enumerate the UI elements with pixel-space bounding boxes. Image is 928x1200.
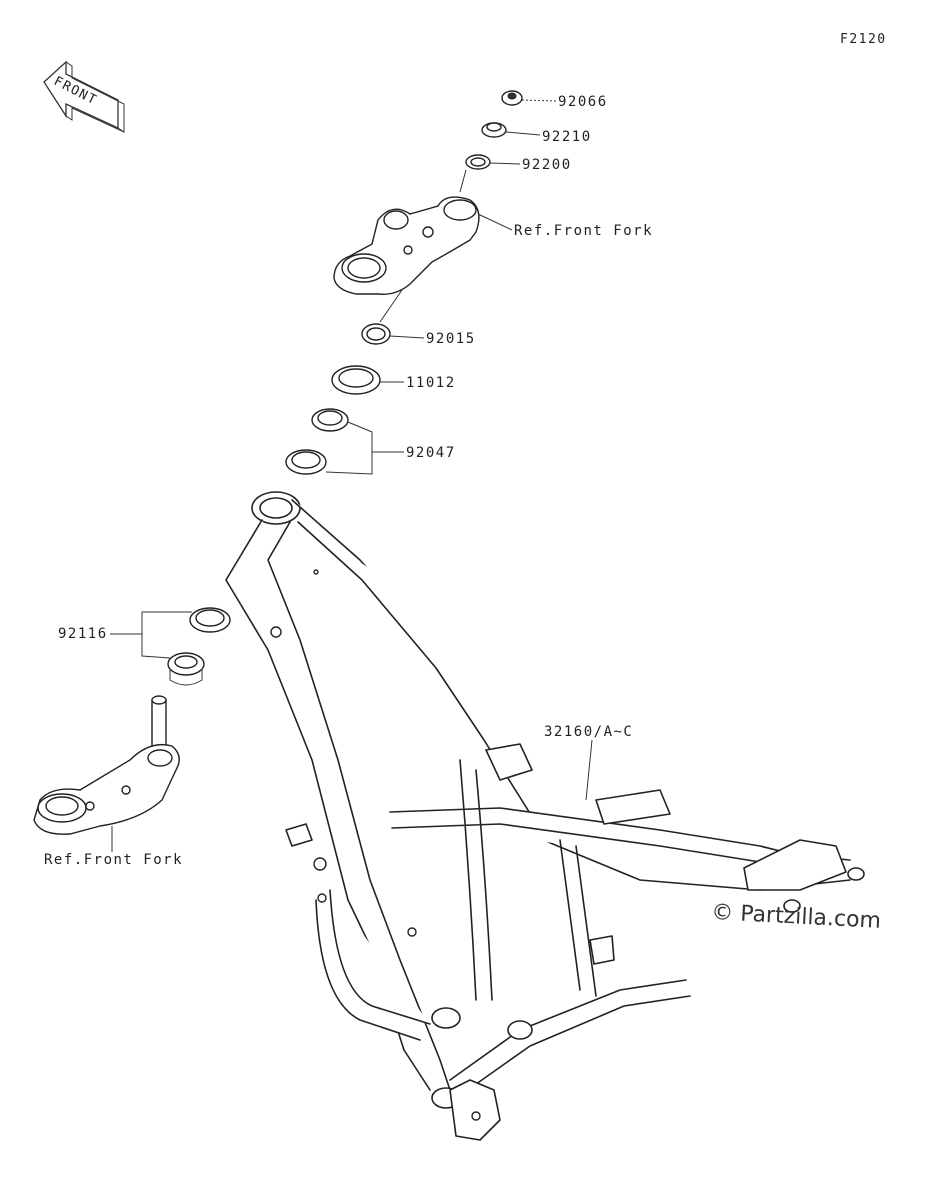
washer-92200-icon <box>465 154 491 170</box>
diagram-code: F2120 <box>840 32 887 47</box>
ref-front-fork-upper-label[interactable]: Ref.Front Fork <box>514 223 654 239</box>
part-label-32160[interactable]: 32160/A~C <box>544 724 634 740</box>
race-92047-upper-icon <box>311 408 349 432</box>
nut-92066-icon <box>501 90 523 106</box>
part-label-11012[interactable]: 11012 <box>406 375 456 391</box>
part-label-92210[interactable]: 92210 <box>542 129 592 145</box>
bearing-92116-lower-icon <box>167 652 205 686</box>
part-label-92066[interactable]: 92066 <box>558 94 608 110</box>
nut-92210-icon <box>481 122 507 138</box>
part-label-92015[interactable]: 92015 <box>426 331 476 347</box>
front-arrow-icon <box>43 60 125 133</box>
lower-bracket-icon <box>33 695 180 835</box>
part-label-92200[interactable]: 92200 <box>522 157 572 173</box>
part-label-92047[interactable]: 92047 <box>406 445 456 461</box>
ref-front-fork-lower-label[interactable]: Ref.Front Fork <box>44 852 184 868</box>
seal-92015-icon <box>361 323 391 345</box>
upper-bracket-icon <box>333 196 480 295</box>
bearing-11012-icon <box>331 365 381 395</box>
part-label-92116[interactable]: 92116 <box>58 626 108 642</box>
seal-92116-upper-icon <box>189 607 231 633</box>
race-92047-lower-icon <box>285 449 327 475</box>
leader-lines <box>110 99 593 852</box>
frame-32160-icon <box>225 491 865 1141</box>
